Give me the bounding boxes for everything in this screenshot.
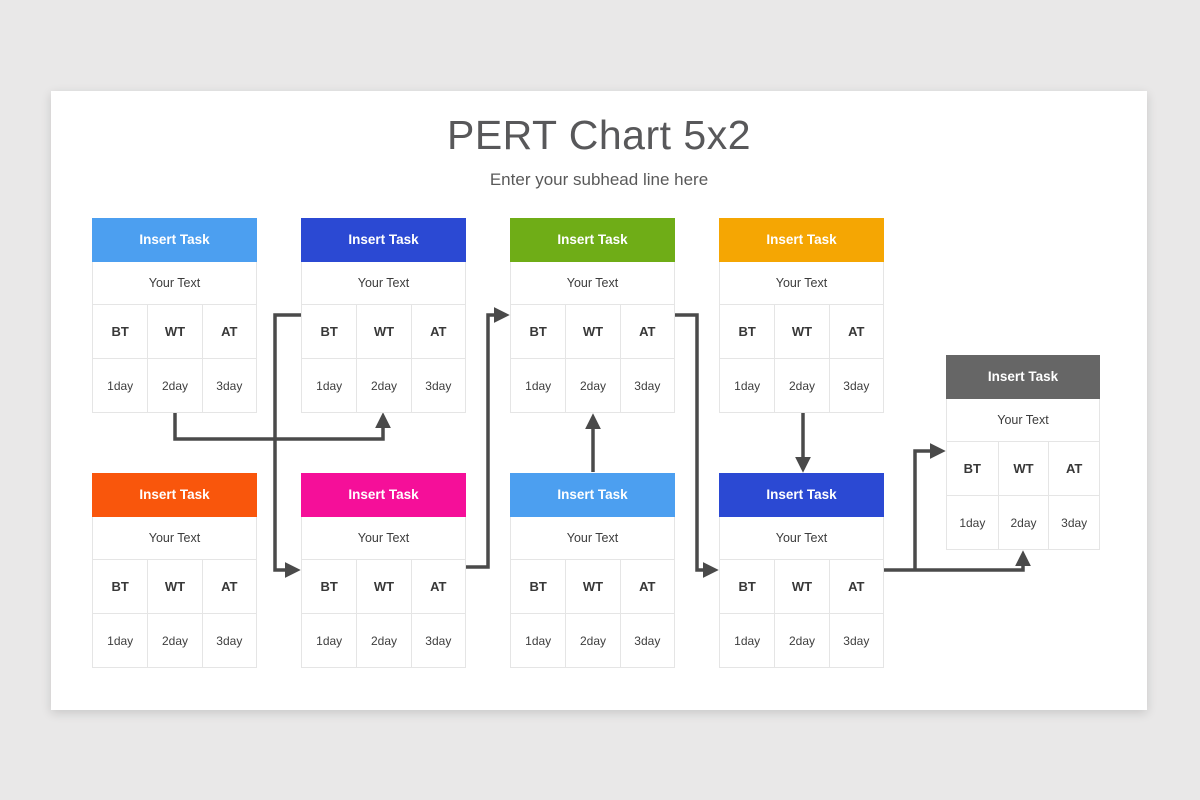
col-at[interactable]: AT — [410, 305, 465, 359]
task-card-end: Insert Task Your Text BT WT AT 1day 2day… — [946, 355, 1100, 550]
duration-bt[interactable]: 1day — [525, 378, 552, 393]
task-header[interactable]: Insert Task — [301, 218, 466, 262]
col-at[interactable]: AT — [828, 305, 883, 359]
task-subtitle[interactable]: Your Text — [93, 517, 256, 560]
slide-subtitle[interactable]: Enter your subhead line here — [489, 170, 709, 189]
duration-wt[interactable]: 2day — [997, 496, 1049, 549]
duration-wt[interactable]: 2day — [565, 359, 619, 412]
task-subtitle[interactable]: Your Text — [302, 517, 465, 560]
duration-at[interactable]: 3day — [410, 359, 465, 412]
task-subtitle[interactable]: Your Text — [93, 262, 256, 305]
duration-at[interactable]: 3day — [1048, 496, 1099, 549]
task-card-bottom-4: Insert Task Your Text BT WT AT 1day 2day… — [719, 473, 884, 668]
col-bt[interactable]: BT — [720, 305, 775, 359]
col-wt[interactable]: WT — [147, 305, 202, 359]
task-subtitle[interactable]: Your Text — [511, 262, 674, 305]
slide-title[interactable]: PERT Chart 5x2 — [446, 112, 751, 158]
task-header[interactable]: Insert Task — [946, 355, 1100, 399]
duration-wt[interactable]: 2day — [565, 614, 619, 667]
col-bt[interactable]: BT — [93, 305, 148, 359]
duration-bt[interactable]: 1day — [959, 515, 986, 530]
col-wt[interactable]: WT — [997, 442, 1049, 496]
task-card-top-2: Insert Task Your Text BT WT AT 1day 2day… — [301, 218, 466, 413]
col-at[interactable]: AT — [201, 560, 256, 614]
col-wt[interactable]: WT — [356, 305, 411, 359]
col-bt[interactable]: BT — [302, 305, 357, 359]
duration-wt[interactable]: 2day — [147, 359, 201, 412]
task-header[interactable]: Insert Task — [510, 218, 675, 262]
col-bt[interactable]: BT — [947, 442, 998, 496]
col-at[interactable]: AT — [828, 560, 883, 614]
duration-bt[interactable]: 1day — [107, 378, 134, 393]
col-bt[interactable]: BT — [302, 560, 357, 614]
task-subtitle[interactable]: Your Text — [302, 262, 465, 305]
duration-bt[interactable]: 1day — [316, 633, 343, 648]
col-wt[interactable]: WT — [774, 560, 829, 614]
col-at[interactable]: AT — [410, 560, 465, 614]
col-wt[interactable]: WT — [774, 305, 829, 359]
task-subtitle[interactable]: Your Text — [511, 517, 674, 560]
duration-bt[interactable]: 1day — [107, 633, 134, 648]
col-wt[interactable]: WT — [356, 560, 411, 614]
task-header[interactable]: Insert Task — [510, 473, 675, 517]
task-card-bottom-3: Insert Task Your Text BT WT AT 1day 2day… — [510, 473, 675, 668]
duration-at[interactable]: 3day — [828, 359, 883, 412]
task-header[interactable]: Insert Task — [719, 218, 884, 262]
task-card-top-3: Insert Task Your Text BT WT AT 1day 2day… — [510, 218, 675, 413]
duration-wt[interactable]: 2day — [774, 359, 828, 412]
duration-at[interactable]: 3day — [201, 359, 256, 412]
col-bt[interactable]: BT — [511, 560, 566, 614]
duration-wt[interactable]: 2day — [147, 614, 201, 667]
col-bt[interactable]: BT — [93, 560, 148, 614]
duration-wt[interactable]: 2day — [356, 614, 410, 667]
col-at[interactable]: AT — [619, 305, 674, 359]
duration-bt[interactable]: 1day — [734, 633, 761, 648]
task-subtitle[interactable]: Your Text — [720, 262, 883, 305]
col-wt[interactable]: WT — [565, 305, 620, 359]
task-header[interactable]: Insert Task — [92, 473, 257, 517]
col-wt[interactable]: WT — [565, 560, 620, 614]
task-subtitle[interactable]: Your Text — [720, 517, 883, 560]
task-card-top-1: Insert Task Your Text BT WT AT 1day 2day… — [92, 218, 257, 413]
duration-at[interactable]: 3day — [828, 614, 883, 667]
task-header[interactable]: Insert Task — [92, 218, 257, 262]
col-bt[interactable]: BT — [511, 305, 566, 359]
task-header[interactable]: Insert Task — [719, 473, 884, 517]
task-subtitle[interactable]: Your Text — [947, 399, 1099, 442]
task-card-top-4: Insert Task Your Text BT WT AT 1day 2day… — [719, 218, 884, 413]
duration-bt[interactable]: 1day — [734, 378, 761, 393]
duration-bt[interactable]: 1day — [525, 633, 552, 648]
duration-wt[interactable]: 2day — [356, 359, 410, 412]
duration-at[interactable]: 3day — [619, 614, 674, 667]
col-at[interactable]: AT — [201, 305, 256, 359]
duration-at[interactable]: 3day — [619, 359, 674, 412]
duration-bt[interactable]: 1day — [316, 378, 343, 393]
duration-wt[interactable]: 2day — [774, 614, 828, 667]
task-card-bottom-2: Insert Task Your Text BT WT AT 1day 2day… — [301, 473, 466, 668]
duration-at[interactable]: 3day — [410, 614, 465, 667]
task-header[interactable]: Insert Task — [301, 473, 466, 517]
col-wt[interactable]: WT — [147, 560, 202, 614]
col-at[interactable]: AT — [619, 560, 674, 614]
col-bt[interactable]: BT — [720, 560, 775, 614]
duration-at[interactable]: 3day — [201, 614, 256, 667]
col-at[interactable]: AT — [1048, 442, 1099, 496]
task-card-bottom-1: Insert Task Your Text BT WT AT 1day 2day… — [92, 473, 257, 668]
